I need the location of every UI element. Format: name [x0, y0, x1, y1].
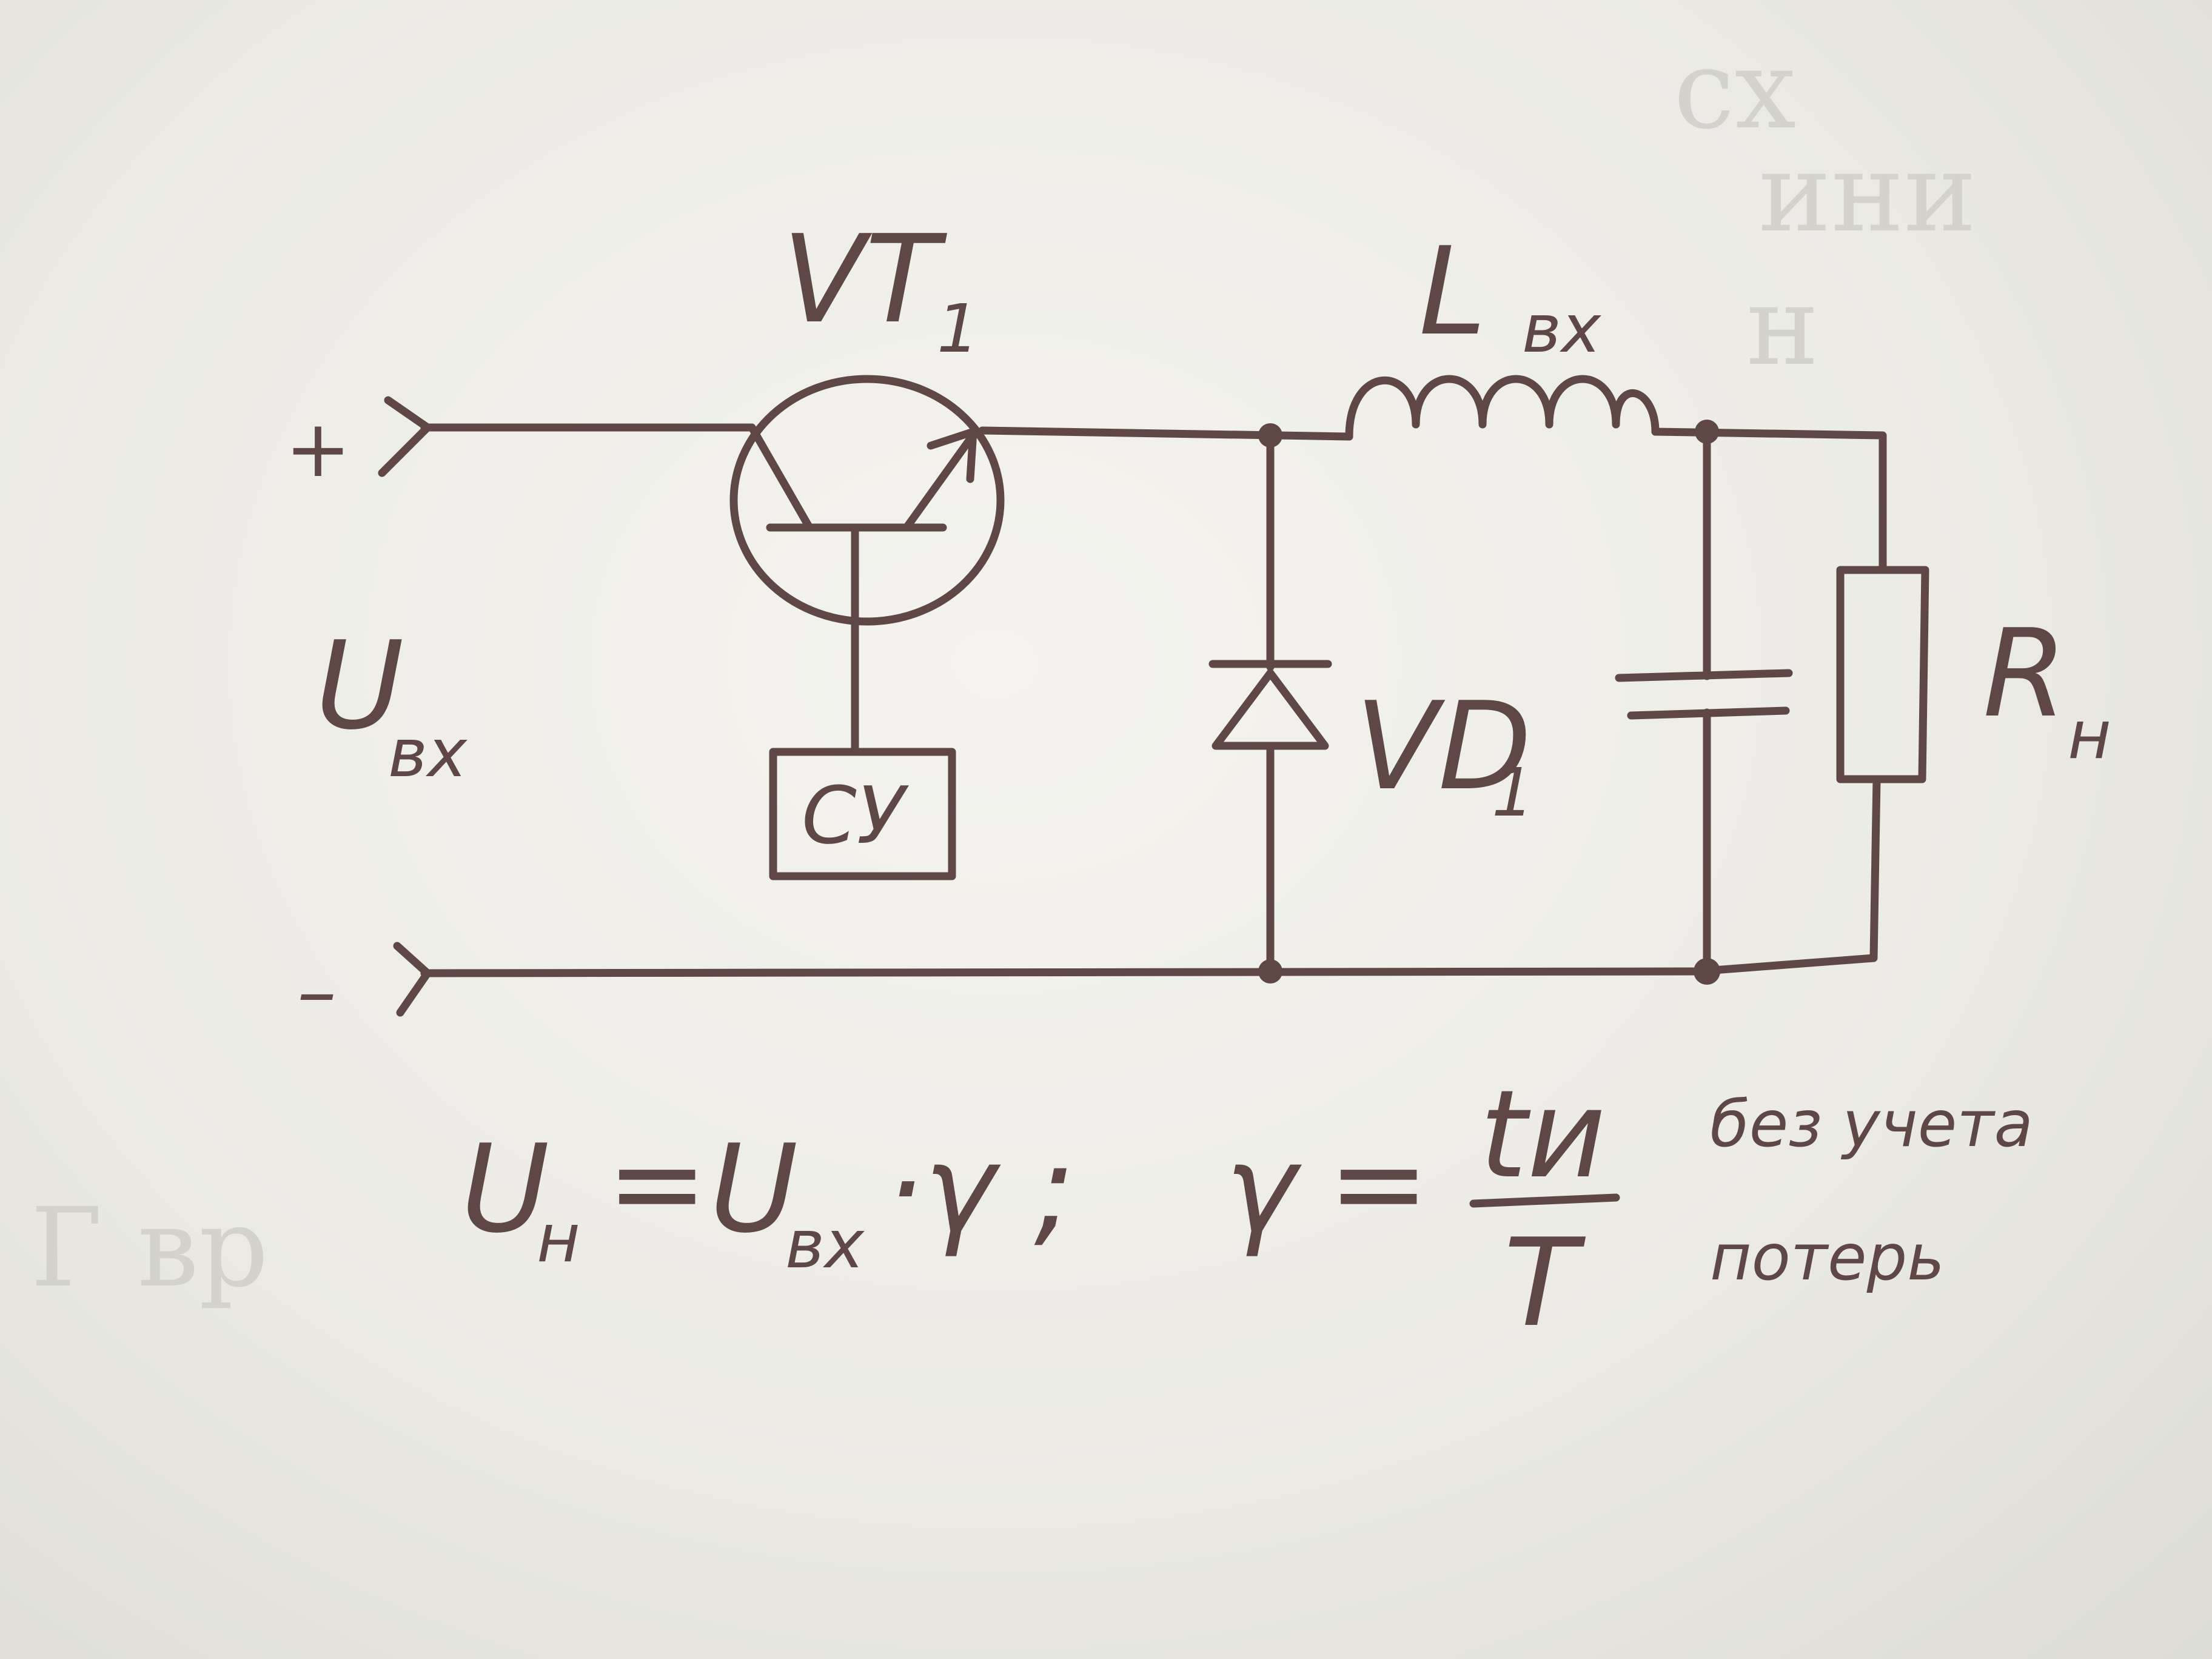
- label-input-voltage: U: [315, 615, 404, 757]
- terminal-minus-arrow: [393, 942, 432, 1017]
- label-vt-sub: 1: [937, 290, 979, 367]
- transistor-collector: [748, 423, 814, 532]
- label-minus: –: [297, 945, 337, 1037]
- svg-text:ини: ини: [1758, 130, 1977, 256]
- note-line-1: без учета: [1710, 1087, 2033, 1161]
- svg-text:н: н: [1746, 263, 1819, 390]
- note-line-2: потерь: [1710, 1221, 1945, 1295]
- capacitor-plate-bottom: [1627, 706, 1790, 720]
- diode-vd1: [1208, 660, 1332, 750]
- top-wire-output: [1651, 427, 1887, 574]
- label-diode: VD: [1355, 676, 1532, 817]
- wires: [420, 423, 1887, 977]
- top-wire-middle: [978, 426, 1353, 441]
- formula-right-denominator: T: [1504, 1213, 1586, 1354]
- fraction-bar: [1469, 1193, 1620, 1208]
- label-input-voltage-sub: вх: [388, 714, 468, 792]
- svg-text:сх: сх: [1674, 27, 1796, 153]
- junction-bottom-diode: [1258, 959, 1282, 984]
- transistor-circle: [729, 375, 1005, 626]
- formula-left-eq: =: [606, 1113, 708, 1254]
- inductor-coil: [1345, 375, 1660, 441]
- transistor-emitter: [902, 426, 980, 532]
- formula-right-lhs: γ: [1225, 1119, 1302, 1260]
- load-resistor: [1836, 566, 1929, 783]
- control-unit-box: [769, 748, 956, 880]
- junction-top-capacitor: [1695, 420, 1719, 444]
- label-load-sub: н: [2068, 696, 2111, 774]
- formula-left-tail: ·γ ;: [885, 1119, 1075, 1260]
- input-terminals: [378, 396, 432, 1017]
- capacitor-plate-top: [1615, 669, 1793, 682]
- formula-duty-cycle: γ = tи T: [1225, 1064, 1620, 1354]
- transistor-vt1: [729, 375, 1005, 626]
- transistor-emitter-arrow: [927, 427, 977, 483]
- note-without-losses: без учета потерь: [1710, 1087, 2033, 1295]
- control-unit: СУ: [769, 748, 956, 880]
- formula-left-rhs: U: [709, 1119, 798, 1260]
- capacitor: [1615, 669, 1793, 720]
- terminal-plus-arrow: [378, 396, 432, 477]
- junction-bottom-capacitor: [1694, 958, 1720, 985]
- junctions: [1258, 420, 1720, 985]
- label-plus: +: [285, 403, 351, 495]
- formula-right-eq: =: [1328, 1113, 1430, 1254]
- formula-right-numerator: tи: [1480, 1064, 1606, 1205]
- control-unit-label: СУ: [802, 769, 910, 862]
- svg-text:Г вр: Г вр: [30, 1185, 269, 1312]
- show-through-text: сх ини н Г вр: [30, 27, 1977, 1312]
- bottom-wire: [420, 775, 1881, 977]
- formula-output-voltage: U н = U вх ·γ ;: [461, 1113, 1075, 1283]
- formula-left-lhs-sub: н: [537, 1199, 580, 1277]
- label-load: R: [1983, 603, 2067, 745]
- diode-triangle: [1212, 669, 1329, 750]
- formula-left-lhs: U: [461, 1119, 549, 1260]
- formula-left-rhs-sub: вх: [785, 1205, 865, 1283]
- component-labels: VT 1 L вх U вх + – VD 1 R н: [285, 209, 2111, 1037]
- label-vt: VT: [782, 209, 948, 350]
- label-inductor: L: [1419, 221, 1486, 363]
- label-inductor-sub: вх: [1522, 290, 1602, 367]
- label-diode-sub: 1: [1492, 754, 1534, 831]
- junction-top-diode: [1258, 423, 1282, 447]
